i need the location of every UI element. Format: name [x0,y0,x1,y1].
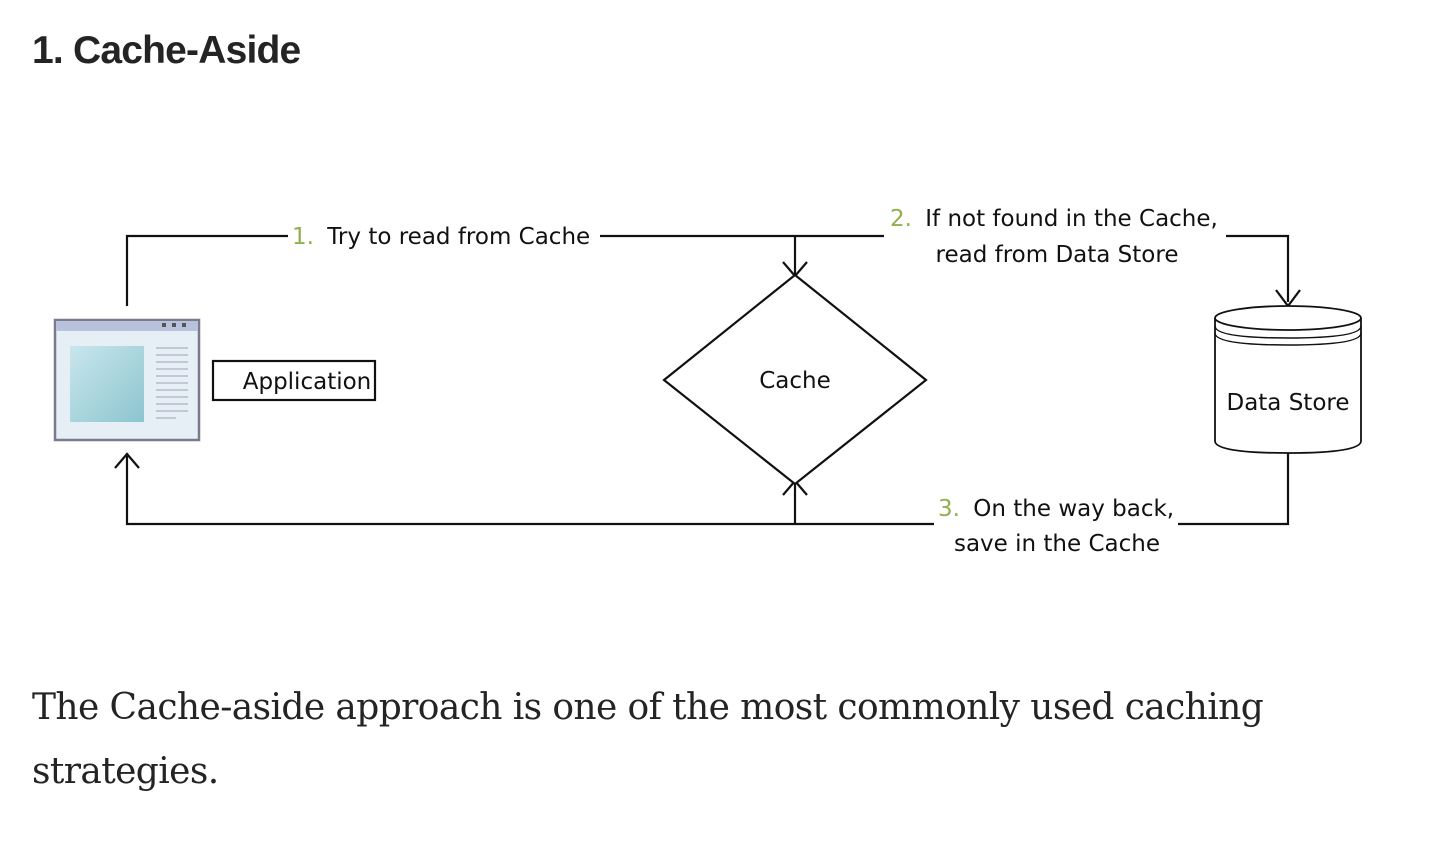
step-1-text: Try to read from Cache [326,224,590,250]
app-arrowhead-icon [114,452,140,469]
step-2-label: 2. If not found in the Cache, [890,206,1218,232]
step-3-label: 3. On the way back, [938,496,1174,522]
step-3-text-line-2: save in the Cache [954,531,1160,557]
step-2-number: 2. [890,206,912,232]
step-2-text-line-1: If not found in the Cache, [925,206,1218,232]
step-3-number: 3. [938,496,960,522]
step-1-label: 1. Try to read from Cache [292,224,590,250]
application-window-icon [53,318,201,442]
cache-label: Cache [759,368,831,394]
step-1-number: 1. [292,224,314,250]
step-2-text-line-2: read from Data Store [936,242,1179,268]
read-request-line [125,234,1290,306]
diagram-canvas: 1. Try to read from Cache 2. If not foun… [53,200,1362,562]
application-label: Application [243,369,372,395]
return-line [125,453,1290,526]
application-label-box [211,359,377,402]
cache-aside-diagram: 1. Try to read from Cache 2. If not foun… [0,150,1436,590]
section-title: 1. Cache-Aside [32,29,301,72]
cache-node [662,273,928,486]
body-paragraph: The Cache-aside approach is one of the m… [32,687,1264,792]
step-3-text-line-1: On the way back, [973,496,1174,522]
data-store-label: Data Store [1226,390,1349,416]
data-store-node [1214,305,1362,454]
